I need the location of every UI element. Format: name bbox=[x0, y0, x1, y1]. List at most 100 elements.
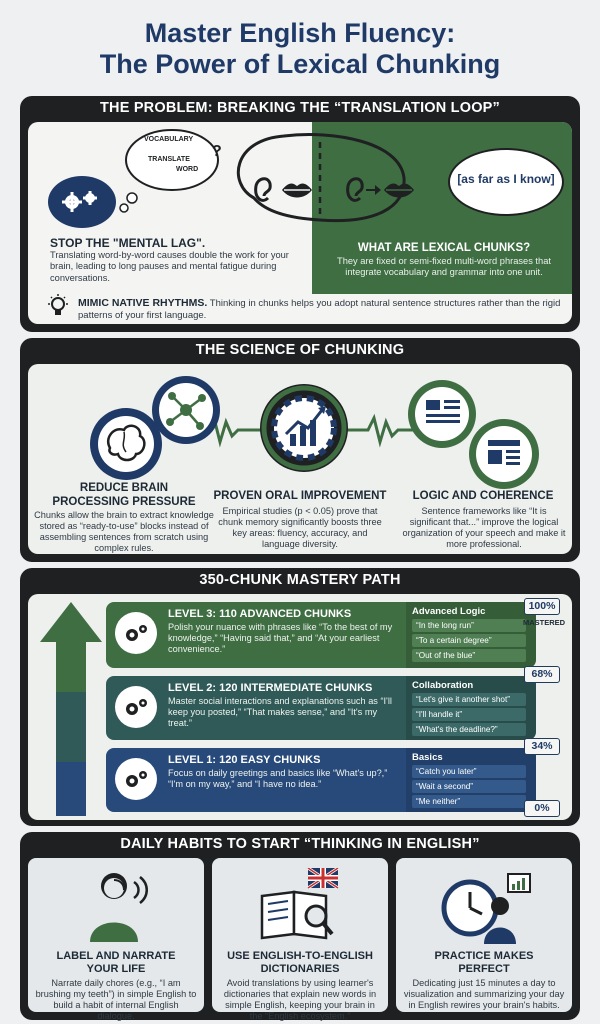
level-1-category: Basics bbox=[412, 752, 443, 763]
level-3-text: Polish your nuance with phrases like “To… bbox=[168, 622, 393, 654]
percent-100: 100% bbox=[524, 598, 560, 615]
lightbulb-icon bbox=[48, 294, 68, 315]
stop-mental-lag-text: Translating word-by-word causes double t… bbox=[50, 250, 289, 283]
level-3-example-list: Advanced Logic “In the long run” “To a c… bbox=[406, 602, 536, 668]
svg-text:?: ? bbox=[212, 143, 222, 160]
level-1-text: Focus on daily greetings and basics like… bbox=[168, 768, 388, 789]
document-icon bbox=[408, 380, 476, 448]
habits-header: DAILY HABITS TO START “THINKING IN ENGLI… bbox=[120, 836, 480, 852]
mastery-panel: 350-CHUNK MASTERY PATH LEVEL 3: 110 ADVA… bbox=[20, 568, 580, 826]
mimic-text: Thinking in chunks helps you adopt natur… bbox=[78, 298, 561, 322]
percent-34: 34% bbox=[524, 738, 560, 755]
gears-head-icon bbox=[48, 176, 116, 228]
stop-mental-lag-heading: STOP THE "MENTAL LAG". bbox=[50, 236, 206, 250]
science-header: THE SCIENCE OF CHUNKING bbox=[195, 342, 405, 358]
network-icon bbox=[152, 376, 220, 444]
logic-coherence-text: Sentence frameworks like “It is signific… bbox=[402, 506, 566, 550]
habit-practice-heading-2: PERFECT bbox=[458, 962, 510, 975]
brain-icon bbox=[90, 408, 162, 480]
habit-practice-heading: PRACTICE MAKES PERFECT bbox=[400, 950, 568, 975]
gears-head-icon bbox=[115, 686, 157, 728]
problem-header: THE PROBLEM: BREAKING THE “TRANSLATION L… bbox=[99, 100, 501, 116]
level-1-title: LEVEL 1: 120 EASY CHUNKS bbox=[168, 754, 321, 766]
title-line-1: Master English Fluency: bbox=[144, 18, 456, 48]
oral-improvement-heading: PROVEN ORAL IMPROVEMENT bbox=[213, 490, 387, 502]
habit-narrate-heading: LABEL AND NARRATE YOUR LIFE bbox=[32, 950, 200, 975]
level-2-title: LEVEL 2: 120 INTERMEDIATE CHUNKS bbox=[168, 682, 373, 694]
document-icon-2 bbox=[469, 419, 539, 489]
level-1-example-2: “Wait a second” bbox=[412, 780, 526, 793]
level-3-example-1: “In the long run” bbox=[412, 619, 526, 632]
lexical-chunks-text: They are fixed or semi-fixed multi-word … bbox=[337, 256, 551, 278]
thought-word-word: WORD bbox=[176, 166, 199, 173]
habit-narrate-heading-1: LABEL AND NARRATE bbox=[56, 950, 176, 962]
habit-dictionary-heading: USE ENGLISH-TO-ENGLISH DICTIONARIES bbox=[216, 950, 384, 975]
level-2-example-2: “I'll handle it” bbox=[412, 708, 526, 721]
level-2-category: Collaboration bbox=[412, 680, 474, 691]
arrow-icon bbox=[366, 185, 381, 195]
thought-word-translate: TRANSLATE bbox=[148, 156, 190, 163]
level-3-example-2: “To a certain degree” bbox=[412, 634, 526, 647]
habit-practice-heading-1: PRACTICE MAKES bbox=[434, 950, 534, 962]
habit-practice-card: PRACTICE MAKES PERFECT Dedicating just 1… bbox=[396, 858, 572, 1012]
mimic-native-rhythms: MIMIC NATIVE RHYTHMS. Thinking in chunks… bbox=[78, 297, 568, 322]
level-1-card: LEVEL 1: 120 EASY CHUNKS Focus on daily … bbox=[106, 748, 536, 812]
lips-icon-left bbox=[282, 183, 312, 198]
mastered-label: MASTERED bbox=[522, 618, 566, 627]
science-content: REDUCE BRAIN PROCESSING PRESSURE Chunks … bbox=[28, 364, 572, 554]
reduce-pressure-text: Chunks allow the brain to extract knowle… bbox=[34, 510, 214, 554]
percent-0: 0% bbox=[524, 800, 560, 817]
science-panel: THE SCIENCE OF CHUNKING bbox=[20, 338, 580, 562]
page-title: Master English Fluency: The Power of Lex… bbox=[0, 18, 600, 79]
level-2-example-3: “What's the deadline?” bbox=[412, 723, 526, 736]
level-2-text: Master social interactions and explanati… bbox=[168, 696, 392, 728]
level-2-example-list: Collaboration “Let's give it another sho… bbox=[406, 676, 536, 740]
reduce-pressure-heading: REDUCE BRAIN PROCESSING PRESSURE bbox=[34, 482, 214, 509]
reduce-pressure-line-1: REDUCE BRAIN bbox=[79, 482, 169, 494]
ear-icon-right bbox=[346, 177, 364, 202]
level-1-example-1: “Catch you later” bbox=[412, 765, 526, 778]
gears-head-icon bbox=[115, 758, 157, 800]
lips-icon-right bbox=[384, 183, 414, 198]
head-silhouette-icon bbox=[236, 133, 406, 223]
thought-bubble-icon: ? bbox=[119, 129, 222, 213]
dictionary-icon bbox=[260, 868, 339, 940]
lexical-chunks-heading: WHAT ARE LEXICAL CHUNKS? bbox=[357, 242, 531, 254]
level-3-example-3: “Out of the blue” bbox=[412, 649, 526, 662]
chunk-speech-bubble: [as far as I know] bbox=[448, 148, 564, 216]
habits-panel: DAILY HABITS TO START “THINKING IN ENGLI… bbox=[20, 832, 580, 1021]
thought-word-vocabulary: VOCABULARY bbox=[144, 136, 194, 143]
logic-coherence-heading: LOGIC AND COHERENCE bbox=[412, 490, 554, 502]
level-1-example-3: “Me neither” bbox=[412, 795, 526, 808]
habit-narrate-text: Narrate daily chores (e.g., “I am brushi… bbox=[35, 978, 197, 1021]
oral-improvement-text: Empirical studies (p < 0.05) prove that … bbox=[218, 506, 382, 550]
habit-dictionary-heading-1: USE ENGLISH-TO-ENGLISH bbox=[227, 950, 373, 962]
habit-narrate-heading-2: YOUR LIFE bbox=[86, 962, 146, 975]
level-3-title: LEVEL 3: 110 ADVANCED CHUNKS bbox=[168, 608, 352, 620]
reduce-pressure-line-2: PROCESSING PRESSURE bbox=[52, 495, 196, 508]
gear-chart-icon bbox=[260, 384, 348, 472]
level-2-example-1: “Let's give it another shot” bbox=[412, 693, 526, 706]
habit-dictionary-card: USE ENGLISH-TO-ENGLISH DICTIONARIES Avoi… bbox=[212, 858, 388, 1021]
problem-content: ? VOCABULARY TRANSLATE WORD [as far bbox=[28, 122, 572, 324]
gears-head-icon bbox=[115, 612, 157, 654]
mastery-content: LEVEL 3: 110 ADVANCED CHUNKS Polish your… bbox=[28, 594, 572, 820]
mimic-heading: MIMIC NATIVE RHYTHMS. bbox=[78, 297, 208, 309]
habit-practice-text: Dedicating just 15 minutes a day to visu… bbox=[403, 978, 565, 1010]
mastery-header: 350-CHUNK MASTERY PATH bbox=[199, 572, 401, 588]
habit-dictionary-heading-2: DICTIONARIES bbox=[260, 962, 340, 975]
habit-dictionary-text: Avoid translations by using learner's di… bbox=[223, 978, 377, 1021]
level-3-card: LEVEL 3: 110 ADVANCED CHUNKS Polish your… bbox=[106, 602, 536, 668]
clock-icon bbox=[441, 873, 531, 944]
percent-68: 68% bbox=[524, 666, 560, 683]
problem-panel: THE PROBLEM: BREAKING THE “TRANSLATION L… bbox=[20, 96, 580, 332]
title-line-2: The Power of Lexical Chunking bbox=[99, 48, 501, 79]
level-1-example-list: Basics “Catch you later” “Wait a second”… bbox=[406, 748, 536, 812]
level-3-category: Advanced Logic bbox=[412, 606, 486, 617]
person-speaking-icon bbox=[90, 873, 148, 942]
chunk-bubble-text: [as far as I know] bbox=[457, 172, 555, 186]
progress-arrow-icon bbox=[40, 602, 102, 816]
habit-narrate-card: LABEL AND NARRATE YOUR LIFE Narrate dail… bbox=[28, 858, 204, 1021]
ear-icon bbox=[254, 177, 272, 202]
level-2-card: LEVEL 2: 120 INTERMEDIATE CHUNKS Master … bbox=[106, 676, 536, 740]
